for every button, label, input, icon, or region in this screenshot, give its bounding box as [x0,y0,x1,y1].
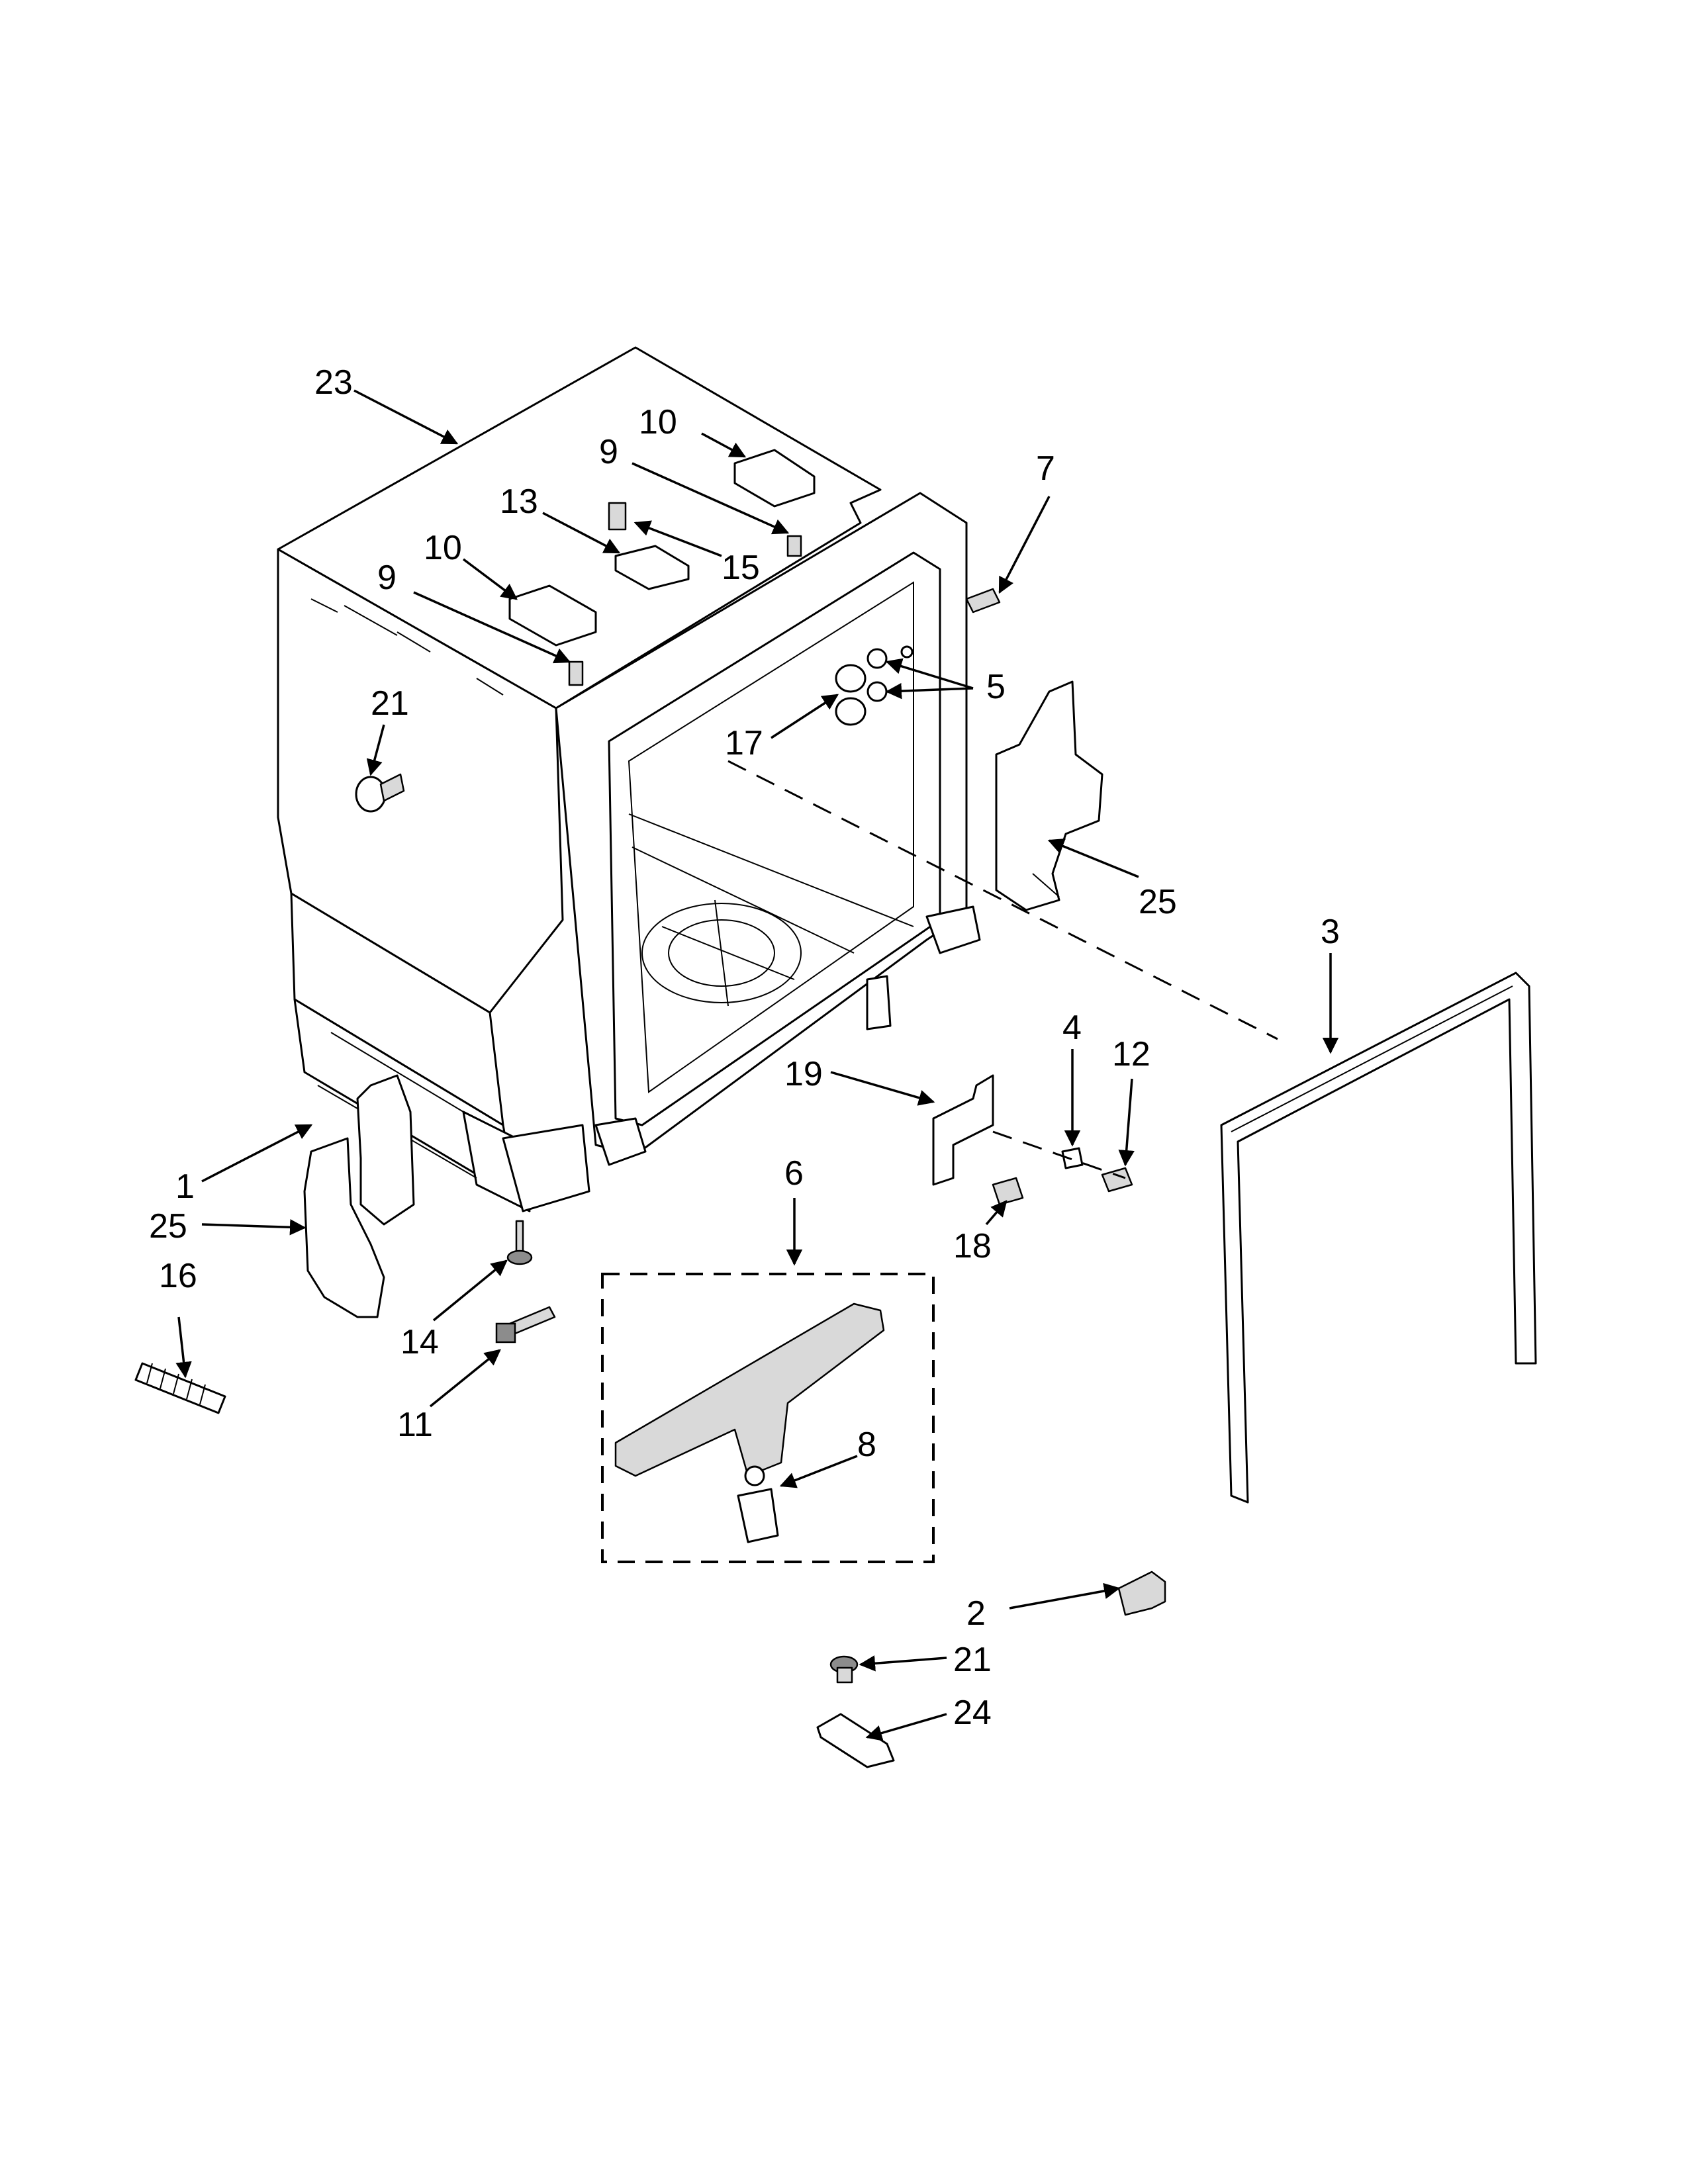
callout-9b: 9 [377,559,397,597]
callout-7: 7 [1036,449,1055,488]
callout-8: 8 [857,1426,876,1464]
bearing-17 [835,664,867,726]
screw-12 [1101,1167,1133,1193]
callout-9a: 9 [599,433,618,471]
screw-18 [992,1177,1024,1206]
bracket-24 [816,1713,895,1768]
bracket-10-lower [508,584,597,647]
spring-16 [134,1362,226,1414]
hinge-bracket-25-left [303,1137,385,1318]
nut-4 [1061,1147,1084,1169]
callout-6: 6 [784,1154,804,1193]
callout-3: 3 [1321,913,1340,951]
callout-25a: 25 [1139,883,1177,921]
callout-19: 19 [784,1055,823,1093]
callout-18: 18 [953,1227,992,1265]
callout-5: 5 [986,668,1006,706]
callout-17: 17 [725,724,763,762]
callout-16: 16 [159,1257,197,1295]
alignment-line-2 [992,1130,1126,1179]
alignment-line [727,760,1278,1040]
callout-10a: 10 [639,403,677,441]
callout-15: 15 [722,549,760,587]
screw-15 [608,502,627,531]
callout-14: 14 [400,1323,439,1361]
bracket-10-upper [733,449,816,508]
screw-9-lower [568,660,584,686]
callout-24: 24 [953,1694,992,1732]
callout-21b: 21 [953,1641,992,1679]
plug-21-bottom [829,1655,859,1684]
callout-23: 23 [314,363,353,402]
callout-labels: 23 10 9 13 15 10 9 7 5 17 21 25 3 4 12 1… [149,363,1340,1732]
leader-lines [175,389,1339,1741]
callout-13: 13 [500,482,538,521]
foot-14 [506,1220,533,1265]
callout-10b: 10 [424,529,462,567]
tub-assembly [277,346,981,1212]
hinge-bracket-25-right [995,680,1103,911]
callout-21a: 21 [371,684,409,723]
plug-21-side [355,773,405,813]
assembly-box-6 [601,1273,935,1563]
callout-25b: 25 [149,1207,187,1246]
clip-2 [1117,1570,1166,1616]
callout-1: 1 [175,1167,195,1206]
hinge-1 [356,1074,415,1226]
sensor-8 [737,1488,779,1543]
callout-12: 12 [1112,1035,1150,1073]
clip-13 [614,545,690,590]
spray-arm-6 [614,1302,885,1477]
screw-11 [495,1306,556,1343]
callout-4: 4 [1062,1009,1082,1047]
door-gasket-3 [1220,972,1537,1504]
callout-2: 2 [966,1594,986,1633]
callout-11: 11 [397,1406,433,1444]
bracket-19 [932,1074,994,1186]
screw-9-upper [786,535,802,557]
screw-7 [965,588,1001,614]
